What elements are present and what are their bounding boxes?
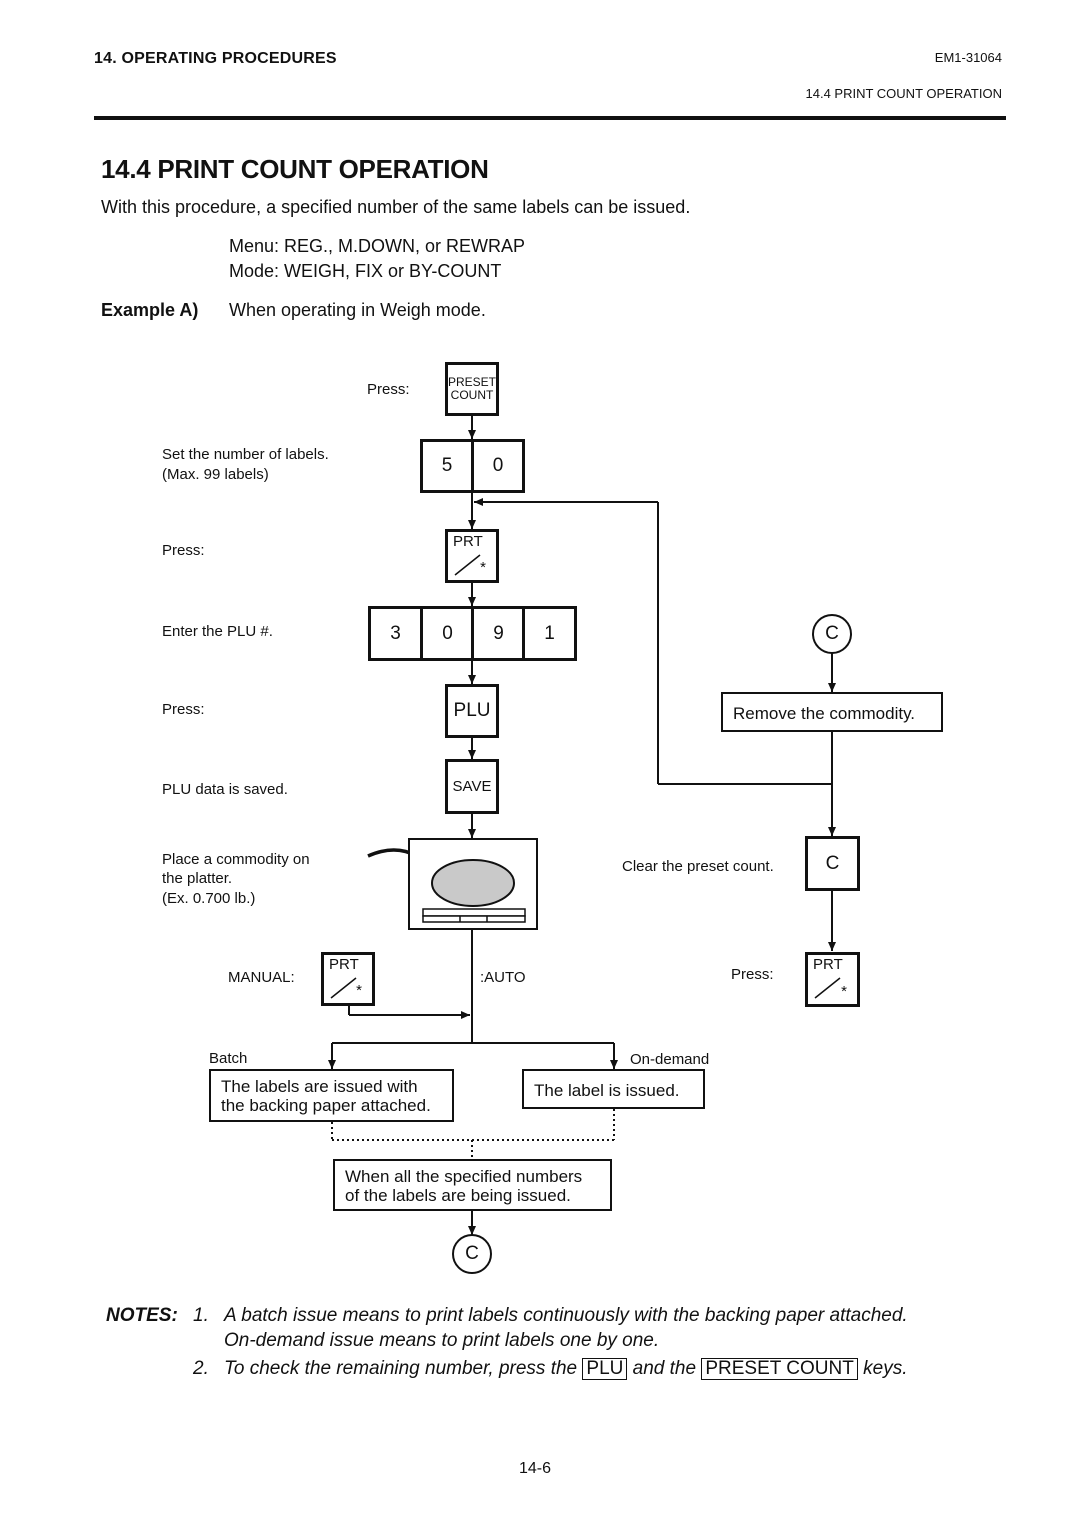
page-title: 14.4 PRINT COUNT OPERATION — [101, 154, 489, 184]
header-rule — [94, 116, 1006, 120]
press-label: Press: — [731, 966, 774, 983]
place-line1: Place a commodity on — [162, 851, 310, 868]
note2-preset-count-key: PRESET COUNT — [701, 1358, 858, 1380]
note2-pre: To check the remaining number, press the — [224, 1358, 578, 1379]
example-text: When operating in Weigh mode. — [229, 300, 486, 320]
batch-box-line1: The labels are issued with — [221, 1077, 418, 1096]
mode-line: Mode: WEIGH, FIX or BY-COUNT — [229, 261, 502, 281]
slash-icon — [814, 977, 841, 999]
all-issued-box: When all the specified numbers of the la… — [333, 1159, 612, 1211]
manual-label: MANUAL: — [228, 969, 295, 986]
slash-icon — [454, 554, 481, 576]
ondemand-result-box: The label is issued. — [522, 1069, 705, 1109]
connector-c-top: C — [812, 614, 852, 654]
digit-key-1[interactable]: 1 — [522, 606, 577, 661]
auto-label: :AUTO — [480, 969, 526, 986]
prt-key-label: PRT — [453, 533, 483, 550]
prt-key[interactable]: PRT * — [445, 529, 499, 583]
scale-platter-illustration — [367, 838, 538, 930]
digit-key-5[interactable]: 5 — [420, 439, 474, 493]
plu-saved-label: PLU data is saved. — [162, 781, 288, 798]
commodity-icon — [431, 859, 515, 907]
slash-icon — [330, 977, 357, 999]
menu-line: Menu: REG., M.DOWN, or REWRAP — [229, 236, 526, 256]
digit-key-0[interactable]: 0 — [471, 439, 525, 493]
subsection-heading: 14.4 PRINT COUNT OPERATION — [805, 86, 1003, 101]
batch-label: Batch — [209, 1050, 248, 1067]
example-label: Example A) — [101, 300, 199, 320]
save-key[interactable]: SAVE — [445, 759, 499, 814]
note2-mid: and the — [632, 1358, 697, 1379]
batch-box-line2: the backing paper attached. — [221, 1096, 431, 1115]
digit-key-9[interactable]: 9 — [471, 606, 526, 661]
prt-key-label: PRT — [813, 956, 843, 973]
page-number: 14-6 — [519, 1460, 552, 1477]
note2-plu-key: PLU — [582, 1358, 628, 1380]
enter-plu-label: Enter the PLU #. — [162, 623, 273, 640]
preset-key-line2: COUNT — [450, 388, 494, 402]
press-label: Press: — [162, 542, 205, 559]
star-label: * — [480, 559, 486, 576]
on-demand-label: On-demand — [630, 1051, 710, 1068]
notes-label: NOTES: — [106, 1305, 178, 1326]
all-issued-line1: When all the specified numbers — [345, 1167, 583, 1186]
plu-key[interactable]: PLU — [445, 684, 499, 738]
preset-key-line1: PRESET — [448, 375, 497, 389]
set-labels-line1: Set the number of labels. — [162, 446, 329, 463]
prt-key-right[interactable]: PRT * — [805, 952, 860, 1007]
place-line2: the platter. — [162, 870, 233, 887]
intro-text: With this procedure, a specified number … — [101, 197, 691, 217]
document-id: EM1-31064 — [934, 50, 1002, 65]
digit-key-0[interactable]: 0 — [420, 606, 475, 661]
star-label: * — [356, 982, 362, 999]
note2-post: keys. — [863, 1358, 908, 1379]
note1-line1: A batch issue means to print labels cont… — [224, 1305, 908, 1326]
clear-key[interactable]: C — [805, 836, 860, 891]
section-heading: 14. OPERATING PROCEDURES — [94, 50, 337, 67]
prt-key-manual[interactable]: PRT * — [321, 952, 375, 1006]
place-line3: (Ex. 0.700 lb.) — [162, 890, 256, 907]
star-label: * — [841, 983, 847, 1000]
press-label: Press: — [367, 381, 410, 398]
note1-line2: On-demand issue means to print labels on… — [224, 1330, 660, 1351]
prt-key-label: PRT — [329, 956, 359, 973]
preset-count-key[interactable]: PRESET COUNT — [445, 362, 499, 416]
digit-key-3[interactable]: 3 — [368, 606, 423, 661]
batch-result-box: The labels are issued with the backing p… — [209, 1069, 454, 1122]
set-labels-line2: (Max. 99 labels) — [162, 466, 269, 483]
all-issued-line2: of the labels are being issued. — [345, 1186, 571, 1205]
note2-text: To check the remaining number, press the… — [224, 1358, 907, 1380]
remove-commodity-box: Remove the commodity. — [721, 692, 943, 732]
note1-number: 1. — [193, 1305, 209, 1326]
clear-preset-label: Clear the preset count. — [622, 858, 774, 875]
connector-c-bottom: C — [452, 1234, 492, 1274]
note2-number: 2. — [193, 1358, 209, 1379]
press-label: Press: — [162, 701, 205, 718]
